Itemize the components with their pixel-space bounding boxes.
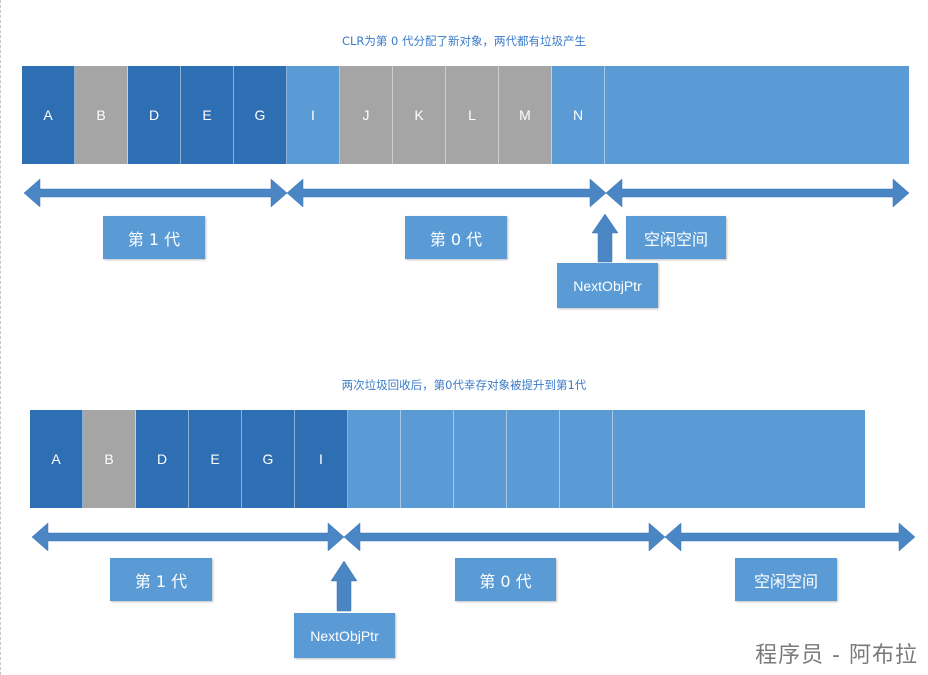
top-cell-d: D: [128, 66, 181, 164]
top-gen0-span-arrow: [286, 178, 607, 208]
top-cell-i: I: [287, 66, 340, 164]
bottom-cell-b: B: [83, 410, 136, 508]
top-gen1-span-arrow: [23, 178, 288, 208]
bottom-cell-e: E: [189, 410, 242, 508]
bottom-gen1-span-arrow: [31, 522, 345, 552]
bottom-cell-a: A: [30, 410, 83, 508]
bottom-free-space-label: 空闲空间: [735, 558, 837, 601]
watermark: 程序员 - 阿布拉: [755, 643, 918, 668]
bottom-cell-empty-7: [401, 410, 454, 508]
top-cell-m: M: [499, 66, 552, 164]
bottom-cell-empty-11: [613, 410, 865, 508]
top-cell-g: G: [234, 66, 287, 164]
top-free-space-label: 空闲空间: [626, 216, 726, 259]
bottom-cell-empty-8: [454, 410, 507, 508]
top-cell-a: A: [22, 66, 75, 164]
top-gen0-label: 第 0 代: [405, 216, 507, 259]
bottom-caption: 两次垃圾回收后，第0代幸存对象被提升到第1代: [341, 378, 587, 392]
top-cell-e: E: [181, 66, 234, 164]
top-cell-empty-11: [605, 66, 909, 164]
bottom-cell-g: G: [242, 410, 295, 508]
bottom-pointer-up-arrow: [330, 560, 358, 612]
bottom-cell-empty-6: [348, 410, 401, 508]
left-dashed-border: [0, 0, 1, 675]
bottom-gen0-label: 第 0 代: [455, 558, 556, 601]
top-cell-j: J: [340, 66, 393, 164]
top-next-obj-ptr-label: NextObjPtr: [557, 263, 658, 308]
bottom-cell-d: D: [136, 410, 189, 508]
top-cell-n: N: [552, 66, 605, 164]
top-free-span-arrow: [605, 178, 910, 208]
bottom-next-obj-ptr-label: NextObjPtr: [294, 613, 395, 658]
top-cell-l: L: [446, 66, 499, 164]
top-cell-k: K: [393, 66, 446, 164]
top-cell-b: B: [75, 66, 128, 164]
top-pointer-up-arrow: [591, 213, 619, 263]
top-gen1-label: 第 1 代: [103, 216, 205, 259]
bottom-cell-empty-10: [560, 410, 613, 508]
bottom-gen1-label: 第 1 代: [110, 558, 212, 601]
top-caption: CLR为第 0 代分配了新对象，两代都有垃圾产生: [341, 34, 587, 48]
bottom-cell-i: I: [295, 410, 348, 508]
bottom-free-span-arrow: [664, 522, 916, 552]
bottom-gen0-span-arrow: [343, 522, 666, 552]
bottom-cell-empty-9: [507, 410, 560, 508]
